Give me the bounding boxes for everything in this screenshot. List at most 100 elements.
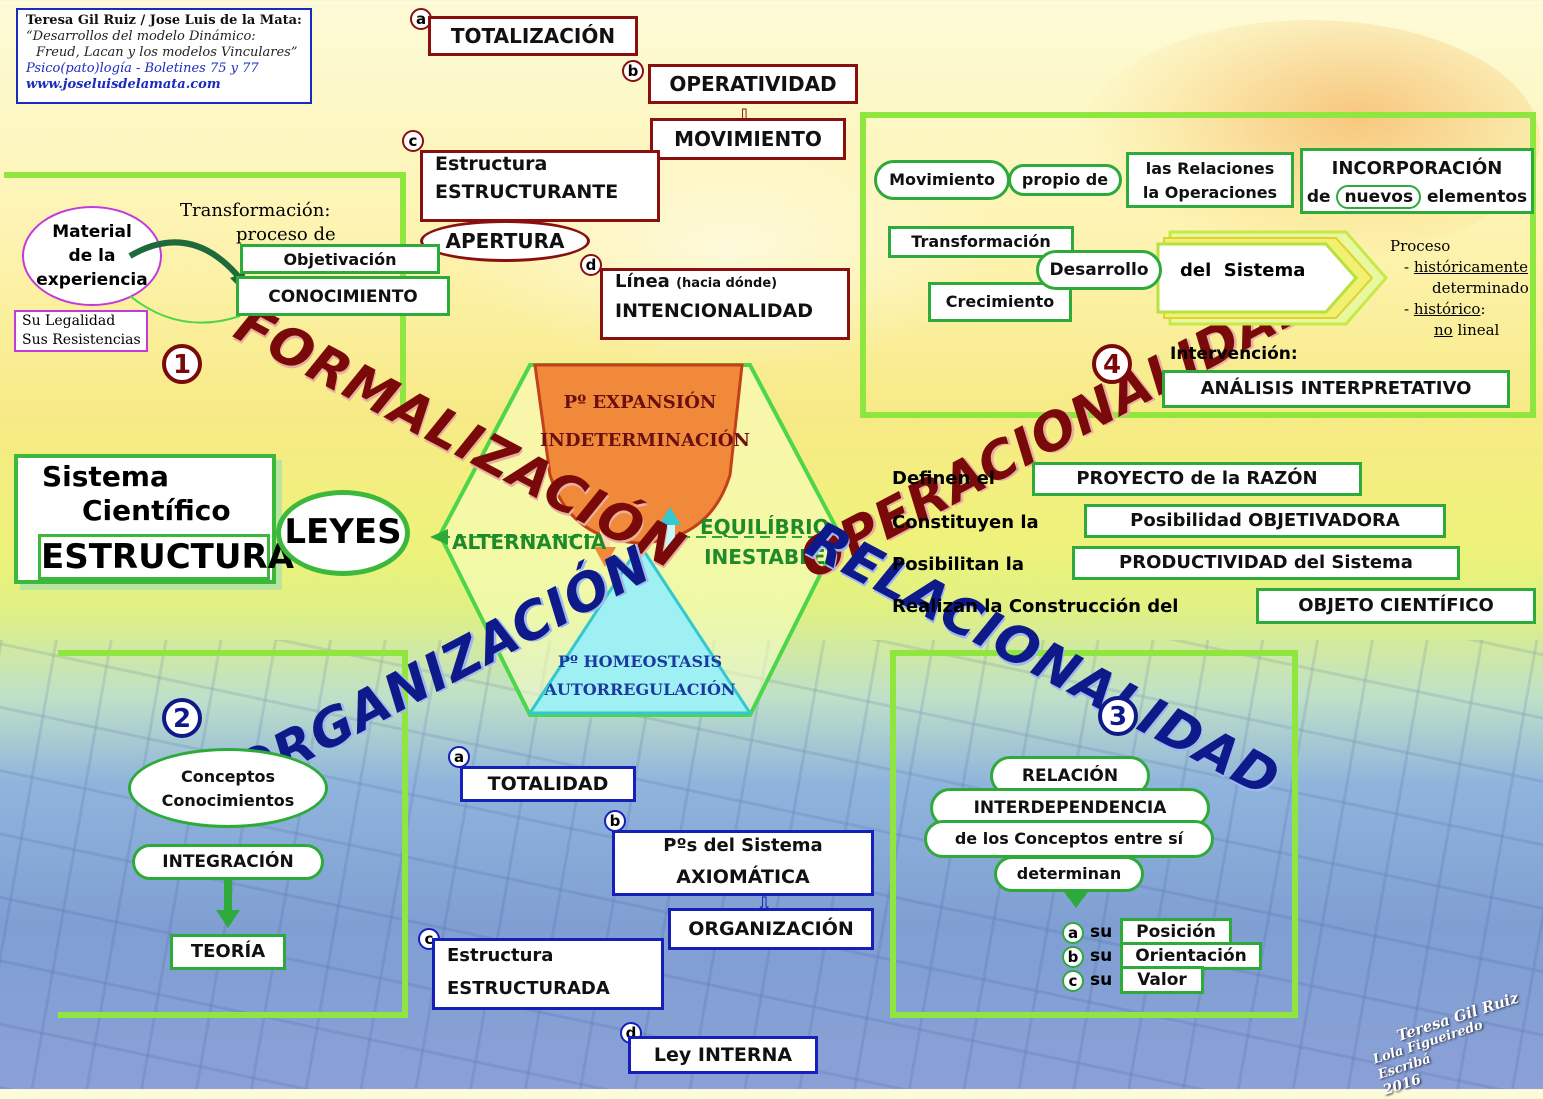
crecimiento-tag: Crecimiento (928, 282, 1072, 322)
homeostasis-subtitle: AUTORREGULACIÓN (544, 680, 736, 699)
equilibrio-title: EQUILÍBRIO (700, 515, 830, 539)
posibilidad-objetivadora-tag: Posibilidad OBJETIVADORA (1084, 504, 1446, 538)
letter-a-badge: a (448, 746, 470, 768)
proceso-notes: Proceso - históricamente determinado - h… (1390, 236, 1529, 341)
su-label: su (1090, 946, 1113, 966)
transformacion-label: Transformación: (180, 200, 331, 221)
conocimiento-tag: CONOCIMIENTO (236, 276, 450, 316)
ley-interna-tag: Ley INTERNA (628, 1036, 818, 1074)
letter-c-badge: c (1062, 970, 1084, 992)
credit-title: “Desarrollos del modelo Dinámico: (26, 29, 256, 44)
teoria-tag: TEORÍA (170, 934, 286, 970)
movimiento-tag: MOVIMIENTO (650, 118, 846, 160)
objeto-cientifico-tag: OBJETO CIENTÍFICO (1256, 588, 1536, 624)
incorporacion-label: INCORPORACIÓN (1331, 158, 1503, 179)
letter-d-badge: d (580, 254, 602, 276)
cientifico-label: Científico (82, 494, 231, 527)
arrow-head-icon (216, 910, 240, 928)
alternancia-label: ALTERNANCIA (452, 530, 607, 554)
valor-tag: Valor (1120, 966, 1204, 994)
proceso-label: Proceso (1390, 237, 1451, 255)
sistema-label: Sistema (42, 460, 169, 493)
letter-c-badge: c (402, 130, 424, 152)
objetivacion-tag: Objetivación (240, 244, 440, 274)
conceptos-oval: Conceptos Conocimientos (128, 748, 328, 828)
box-organizacion (58, 650, 408, 1018)
posicion-tag: Posición (1120, 918, 1232, 946)
estructura-label: Estructura (435, 153, 548, 175)
operaciones-label: la Operaciones (1142, 183, 1278, 202)
determinado-label: determinado (1432, 279, 1529, 297)
apertura-oval: APERTURA (420, 220, 590, 262)
central-hexagon (430, 363, 843, 717)
expansion-label: Pº EXPANSIÓN INDETERMINACIÓN (540, 384, 750, 460)
equilibrio-label: EQUILÍBRIO INESTABLE (700, 512, 830, 572)
relaciones-label: las Relaciones (1145, 159, 1275, 178)
analisis-interpretativo-tag: ANÁLISIS INTERPRETATIVO (1162, 370, 1510, 408)
letter-b-badge: b (622, 60, 644, 82)
del-sistema-label: del Sistema (1180, 260, 1306, 281)
operatividad-tag: OPERATIVIDAD (648, 64, 858, 104)
homeostasis-title: Pº HOMEOSTASIS (557, 652, 723, 671)
expansion-subtitle: INDETERMINACIÓN (540, 430, 750, 451)
hacia-donde-label: (hacia dónde) (676, 276, 778, 291)
realizan-label: Realizan la Construcción del (892, 596, 1179, 617)
expansion-title: Pº EXPANSIÓN (563, 392, 717, 413)
propio-de-pill: propio de (1008, 164, 1122, 196)
sistema-cientifico-box: Sistema Científico ESTRUCTURA (14, 454, 294, 584)
productividad-tag: PRODUCTIVIDAD del Sistema (1072, 546, 1460, 580)
de-label: de (1306, 187, 1331, 207)
number-3-badge: 3 (1098, 696, 1138, 736)
letter-a-badge: a (1062, 922, 1084, 944)
credit-authors: Teresa Gil Ruiz / Jose Luis de la Mata: (26, 13, 302, 28)
estructura-estructurante-tag: Estructura ESTRUCTURANTE (420, 150, 660, 222)
relaciones-operaciones-tag: las Relaciones la Operaciones (1126, 152, 1294, 208)
equilibrio-subtitle: INESTABLE (704, 545, 826, 569)
legalidad-box: Su Legalidad Sus Resistencias (14, 310, 148, 352)
historicamente-label: históricamente (1413, 258, 1529, 276)
colon: : (1480, 300, 1486, 318)
constituyen-label: Constituyen la (892, 512, 1039, 533)
material-label: Material (52, 222, 132, 242)
number-4-badge: 4 (1092, 344, 1132, 384)
totalidad-tag: TOTALIDAD (460, 766, 636, 802)
dash-2: - (1404, 300, 1414, 318)
credit-subtitle: Freud, Lacan y los modelos Vinculares” (36, 45, 298, 60)
conocimientos-label: Conocimientos (161, 791, 295, 810)
estructura-label: Estructura (447, 945, 554, 966)
dash-1: - (1404, 258, 1414, 276)
no-label: no (1434, 321, 1453, 339)
material-de-la-label: de la (68, 246, 116, 266)
material-experiencia-oval: Material de la experiencia (22, 206, 162, 306)
historico-label: histórico (1413, 300, 1481, 318)
box-operacionalidad (860, 112, 1536, 418)
number-2-badge: 2 (162, 698, 202, 738)
arrow-head-icon (1064, 892, 1088, 908)
box-relacionalidad (890, 650, 1298, 1018)
desarrollo-pill: Desarrollo (1036, 250, 1162, 290)
credit-url[interactable]: www.joseluisdelamata.com (26, 77, 221, 92)
proceso-de-label: proceso de (236, 224, 336, 245)
totalizacion-tag: TOTALIZACIÓN (428, 16, 638, 56)
nuevos-pill: nuevos (1336, 185, 1422, 209)
number-1-badge: 1 (162, 344, 202, 384)
determinan-pill: determinan (994, 856, 1144, 892)
proyecto-razon-tag: PROYECTO de la RAZÓN (1032, 462, 1362, 496)
conceptos-label: Conceptos (180, 767, 276, 786)
credit-box: Teresa Gil Ruiz / Jose Luis de la Mata: … (16, 8, 312, 104)
leyes-oval: LEYES (276, 490, 410, 576)
estructurante-label: ESTRUCTURANTE (435, 181, 619, 203)
conceptos-entre-si-pill: de los Conceptos entre sí (924, 820, 1214, 858)
organizacion-tag: ORGANIZACIÓN (668, 908, 874, 950)
axiomatica-label: AXIOMÁTICA (676, 866, 810, 888)
movimiento-pill: Movimiento (874, 160, 1010, 200)
credit-source: Psico(pato)logía - Boletines 75 y 77 (26, 61, 259, 76)
resistencias-label: Sus Resistencias (22, 332, 141, 348)
down-arrow-icon (224, 880, 232, 914)
elementos-label: elementos (1427, 187, 1528, 207)
linea-intencionalidad-tag: Línea (hacia dónde) INTENCIONALIDAD (600, 268, 850, 340)
intencionalidad-label: INTENCIONALIDAD (615, 300, 814, 322)
development-chevrons (1156, 230, 1388, 326)
ps-sistema-tag: Pºs del Sistema AXIOMÁTICA (612, 830, 874, 896)
su-label: su (1090, 970, 1113, 990)
